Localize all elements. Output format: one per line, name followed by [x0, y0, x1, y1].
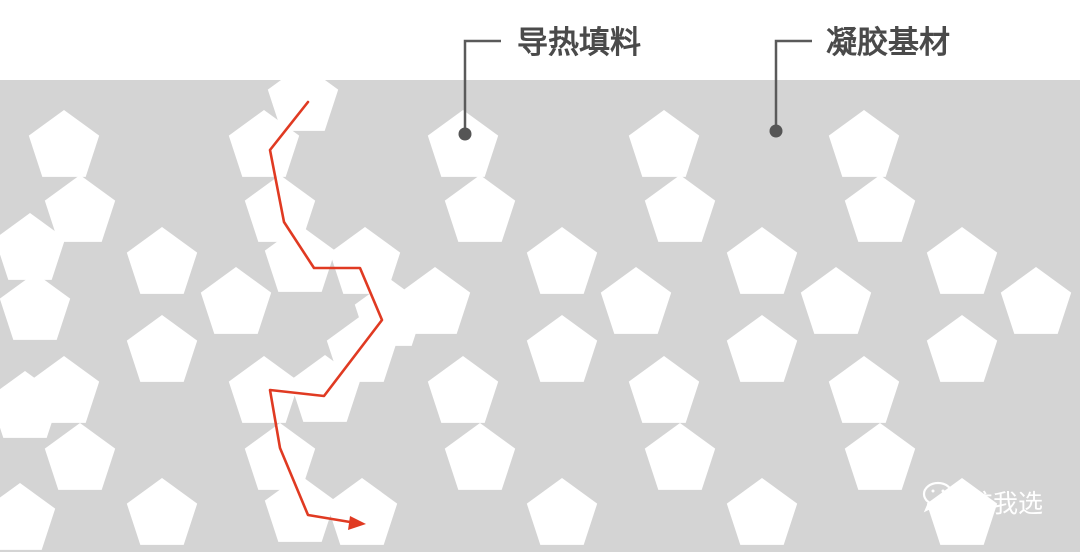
filler-particle — [228, 110, 300, 177]
filler-particle — [644, 175, 716, 242]
filler-particle — [844, 175, 916, 242]
filler-particle — [0, 273, 71, 340]
filler-particle — [427, 110, 499, 177]
filler-particle — [926, 227, 998, 294]
filler-particle — [828, 356, 900, 423]
filler-particle — [726, 227, 798, 294]
filler-particle — [264, 225, 336, 292]
filler-particle — [628, 356, 700, 423]
filler-particle — [28, 110, 100, 177]
filler-particle — [126, 227, 198, 294]
wechat-icon — [922, 481, 967, 521]
filler-particle — [326, 478, 398, 545]
filler-particle — [264, 475, 336, 542]
heat-path — [268, 100, 384, 530]
filler-particle — [244, 175, 316, 242]
filler-particle — [526, 227, 598, 294]
filler-particle — [444, 423, 516, 490]
heat-path-arrowhead — [348, 516, 366, 530]
filler-particle — [828, 110, 900, 177]
callout-filler-label: 导热填料 — [517, 25, 641, 61]
filler-particle — [126, 315, 198, 382]
filler-particle — [844, 423, 916, 490]
callout-filler-leader — [463, 39, 501, 132]
filler-particle — [628, 110, 700, 177]
filler-particle — [267, 64, 339, 131]
filler-particle — [0, 213, 66, 280]
filler-particle — [329, 227, 401, 294]
filler-particle — [0, 371, 61, 438]
filler-particle — [726, 478, 798, 545]
filler-particle — [444, 175, 516, 242]
filler-particle — [1000, 267, 1072, 334]
callout-filler: 导热填料 — [458, 25, 641, 141]
filler-particle — [726, 315, 798, 382]
filler-particle — [44, 175, 116, 242]
filler-particle — [926, 315, 998, 382]
callout-matrix-leader — [774, 39, 812, 128]
filler-particle — [44, 423, 116, 490]
filler-particle — [228, 356, 300, 423]
filler-particles — [0, 64, 1072, 550]
filler-particle — [526, 315, 598, 382]
filler-particle — [326, 315, 398, 382]
heat-path-line — [268, 100, 384, 525]
filler-particle — [800, 267, 872, 334]
callout-filler-dot — [458, 127, 472, 141]
watermark: 胶我选 — [922, 481, 1043, 521]
filler-particle — [644, 423, 716, 490]
filler-particle — [600, 267, 672, 334]
watermark-text: 胶我选 — [968, 489, 1043, 518]
callout-matrix-label: 凝胶基材 — [826, 25, 950, 61]
filler-particle — [200, 267, 272, 334]
filler-particle — [244, 423, 316, 490]
callout-matrix-dot — [769, 124, 783, 138]
filler-particle — [427, 356, 499, 423]
callout-matrix: 凝胶基材 — [769, 25, 950, 138]
filler-particle — [126, 478, 198, 545]
filler-particle — [0, 483, 56, 550]
filler-particle — [526, 478, 598, 545]
